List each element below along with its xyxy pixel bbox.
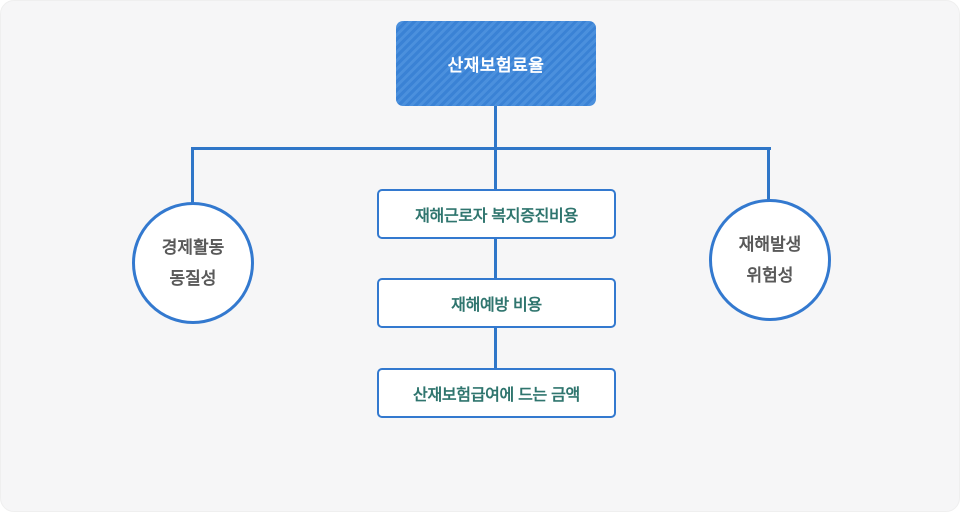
left-circle-node: 경제활동 동질성 (132, 202, 254, 324)
right-circle-label-line1: 재해발생 (738, 235, 802, 254)
center-box-welfare-cost: 재해근로자 복지증진비용 (377, 189, 616, 239)
center-box-benefit-amount: 산재보험급여에 드는 금액 (377, 368, 616, 418)
connector-box2-box3 (494, 326, 497, 371)
connector-box1-box2 (494, 238, 497, 281)
connector-right-drop (767, 147, 770, 203)
left-circle-label-line1: 경제활동 (161, 238, 225, 257)
left-circle-label-line2: 동질성 (169, 269, 217, 288)
right-circle-label-line2: 위험성 (746, 266, 794, 285)
center-box-prevention-cost: 재해예방 비용 (377, 278, 616, 328)
right-circle-node: 재해발생 위험성 (709, 199, 831, 321)
root-node-label: 산재보험료율 (447, 56, 545, 75)
connector-left-drop (191, 147, 194, 205)
connector-horizontal-bar (191, 147, 771, 150)
center-box-benefit-amount-label: 산재보험급여에 드는 금액 (413, 387, 580, 404)
root-node: 산재보험료율 (396, 21, 596, 106)
center-box-prevention-cost-label: 재해예방 비용 (451, 297, 542, 314)
center-box-welfare-cost-label: 재해근로자 복지증진비용 (415, 208, 578, 225)
